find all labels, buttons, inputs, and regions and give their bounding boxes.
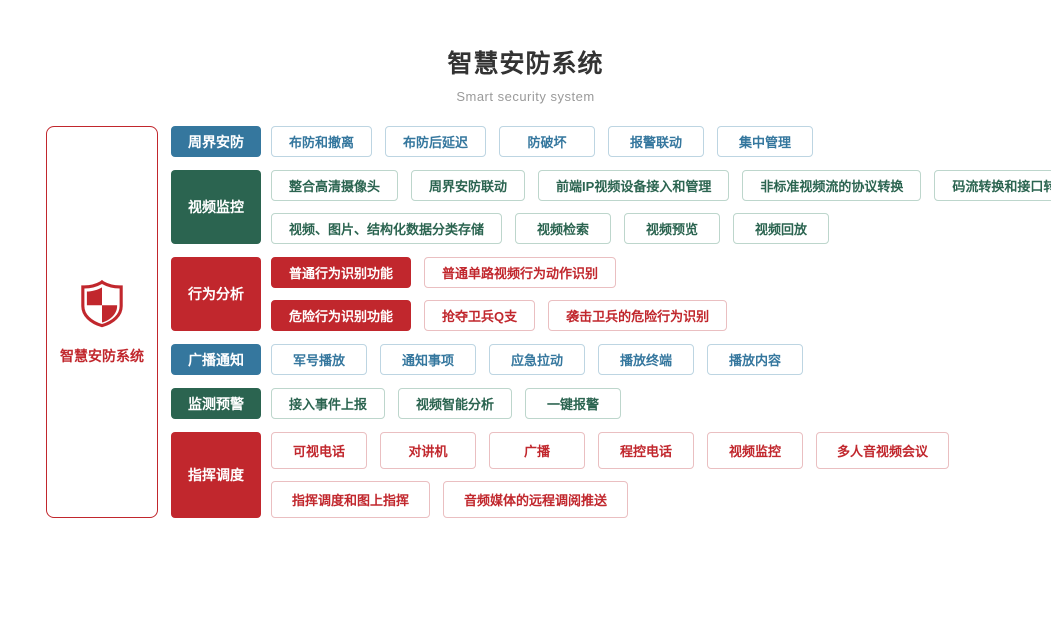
category-row-perimeter: 周界安防布防和撤离布防后延迟防破坏报警联动集中管理: [171, 126, 1051, 157]
feature-button-dispatch-0-4[interactable]: 视频监控: [707, 432, 803, 469]
shield-icon: [77, 279, 127, 334]
feature-button-video-surveillance-0-0[interactable]: 整合高清摄像头: [271, 170, 399, 201]
category-label-behavior-analysis[interactable]: 行为分析: [171, 257, 261, 331]
feature-button-dispatch-0-3[interactable]: 程控电话: [598, 432, 694, 469]
feature-button-video-surveillance-0-3[interactable]: 非标准视频流的协议转换: [742, 170, 922, 201]
feature-button-video-surveillance-1-0[interactable]: 视频、图片、结构化数据分类存储: [271, 213, 503, 244]
feature-button-perimeter-0-4[interactable]: 集中管理: [717, 126, 814, 157]
category-label-monitor-warning[interactable]: 监测预警: [171, 388, 261, 419]
feature-button-dispatch-0-2[interactable]: 广播: [489, 432, 585, 469]
category-label-video-surveillance[interactable]: 视频监控: [171, 170, 261, 244]
feature-button-perimeter-0-3[interactable]: 报警联动: [608, 126, 705, 157]
feature-button-video-surveillance-0-1[interactable]: 周界安防联动: [411, 170, 526, 201]
feature-line: 整合高清摄像头周界安防联动前端IP视频设备接入和管理非标准视频流的协议转换码流转…: [271, 170, 1051, 201]
feature-line: 危险行为识别功能抢夺卫兵Q支袭击卫兵的危险行为识别: [271, 300, 728, 331]
category-row-dispatch: 指挥调度可视电话对讲机广播程控电话视频监控多人音视频会议指挥调度和图上指挥音频媒…: [171, 432, 1051, 518]
feature-button-perimeter-0-1[interactable]: 布防后延迟: [385, 126, 487, 157]
category-row-video-surveillance: 视频监控整合高清摄像头周界安防联动前端IP视频设备接入和管理非标准视频流的协议转…: [171, 170, 1051, 244]
category-row-behavior-analysis: 行为分析普通行为识别功能普通单路视频行为动作识别危险行为识别功能抢夺卫兵Q支袭击…: [171, 257, 1051, 331]
category-list: 周界安防布防和撤离布防后延迟防破坏报警联动集中管理视频监控整合高清摄像头周界安防…: [171, 126, 1051, 518]
feature-button-dispatch-0-1[interactable]: 对讲机: [380, 432, 476, 469]
feature-button-perimeter-0-2[interactable]: 防破坏: [499, 126, 596, 157]
page-subtitle: Smart security system: [456, 89, 595, 104]
category-row-monitor-warning: 监测预警接入事件上报视频智能分析一键报警: [171, 388, 1051, 419]
category-label-broadcast[interactable]: 广播通知: [171, 344, 261, 375]
root-node-label: 智慧安防系统: [60, 347, 144, 364]
feature-button-video-surveillance-0-2[interactable]: 前端IP视频设备接入和管理: [538, 170, 730, 201]
feature-button-monitor-warning-0-0[interactable]: 接入事件上报: [271, 388, 386, 419]
feature-button-broadcast-0-2[interactable]: 应急拉动: [489, 344, 585, 375]
feature-button-behavior-analysis-1-2[interactable]: 袭击卫兵的危险行为识别: [548, 300, 728, 331]
feature-button-monitor-warning-0-2[interactable]: 一键报警: [525, 388, 622, 419]
feature-button-perimeter-0-0[interactable]: 布防和撤离: [271, 126, 373, 157]
feature-button-broadcast-0-1[interactable]: 通知事项: [380, 344, 476, 375]
feature-line: 可视电话对讲机广播程控电话视频监控多人音视频会议: [271, 432, 950, 469]
feature-button-dispatch-1-1[interactable]: 音频媒体的远程调阅推送: [443, 481, 629, 518]
feature-button-broadcast-0-4[interactable]: 播放内容: [707, 344, 803, 375]
page-title: 智慧安防系统: [447, 50, 604, 78]
page-header: 智慧安防系统 Smart security system: [0, 0, 1051, 104]
feature-line: 军号播放通知事项应急拉动播放终端播放内容: [271, 344, 803, 375]
root-node[interactable]: 智慧安防系统: [46, 126, 158, 518]
feature-line: 指挥调度和图上指挥音频媒体的远程调阅推送: [271, 481, 949, 518]
feature-button-behavior-analysis-1-0[interactable]: 危险行为识别功能: [271, 300, 412, 331]
feature-line: 视频、图片、结构化数据分类存储视频检索视频预览视频回放: [271, 213, 1051, 244]
feature-button-broadcast-0-3[interactable]: 播放终端: [598, 344, 694, 375]
feature-button-video-surveillance-1-3[interactable]: 视频回放: [733, 213, 830, 244]
feature-line: 接入事件上报视频智能分析一键报警: [271, 388, 622, 419]
feature-button-behavior-analysis-1-1[interactable]: 抢夺卫兵Q支: [424, 300, 536, 331]
feature-line: 普通行为识别功能普通单路视频行为动作识别: [271, 257, 727, 288]
feature-button-video-surveillance-0-4[interactable]: 码流转换和接口转换: [934, 170, 1051, 201]
diagram: 智慧安防系统 周界安防布防和撤离布防后延迟防破坏报警联动集中管理视频监控整合高清…: [0, 104, 1051, 518]
category-label-dispatch[interactable]: 指挥调度: [171, 432, 261, 518]
feature-button-monitor-warning-0-1[interactable]: 视频智能分析: [398, 388, 513, 419]
feature-button-video-surveillance-1-2[interactable]: 视频预览: [624, 213, 721, 244]
feature-button-dispatch-0-0[interactable]: 可视电话: [271, 432, 367, 469]
category-row-broadcast: 广播通知军号播放通知事项应急拉动播放终端播放内容: [171, 344, 1051, 375]
category-label-perimeter[interactable]: 周界安防: [171, 126, 261, 157]
feature-button-video-surveillance-1-1[interactable]: 视频检索: [515, 213, 612, 244]
feature-button-behavior-analysis-0-0[interactable]: 普通行为识别功能: [271, 257, 412, 288]
feature-button-behavior-analysis-0-1[interactable]: 普通单路视频行为动作识别: [424, 257, 617, 288]
feature-line: 布防和撤离布防后延迟防破坏报警联动集中管理: [271, 126, 814, 157]
feature-button-dispatch-1-0[interactable]: 指挥调度和图上指挥: [271, 481, 431, 518]
feature-button-dispatch-0-5[interactable]: 多人音视频会议: [816, 432, 950, 469]
feature-button-broadcast-0-0[interactable]: 军号播放: [271, 344, 367, 375]
